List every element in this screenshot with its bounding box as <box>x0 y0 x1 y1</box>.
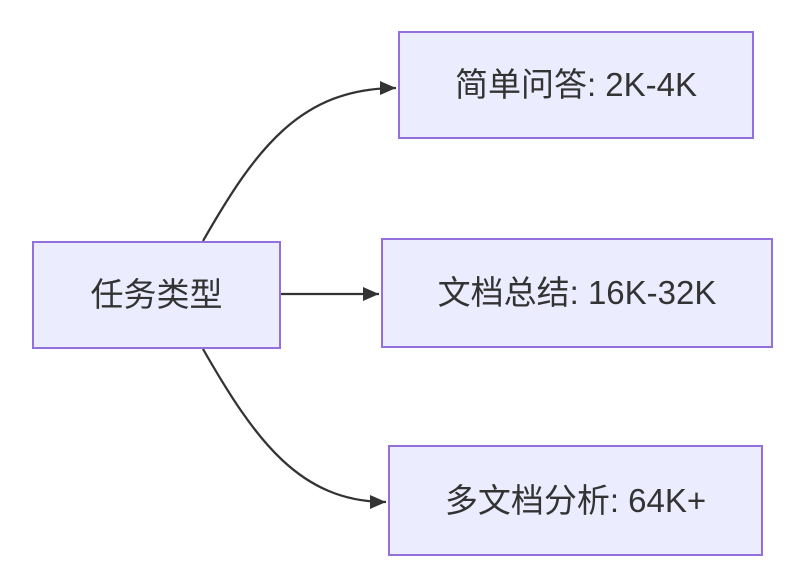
node-doc-summary: 文档总结: 16K-32K <box>381 238 773 348</box>
node-doc-summary-label: 文档总结: 16K-32K <box>437 274 717 312</box>
edge-task-to-multi-doc <box>202 348 387 509</box>
node-simple-qa: 简单问答: 2K-4K <box>398 31 754 139</box>
node-multi-doc: 多文档分析: 64K+ <box>388 445 763 556</box>
node-simple-qa-label: 简单问答: 2K-4K <box>454 66 698 104</box>
edge-task-to-simple-qa <box>202 81 397 242</box>
node-task-type-label: 任务类型 <box>90 276 223 314</box>
node-multi-doc-label: 多文档分析: 64K+ <box>444 481 707 519</box>
node-task-type: 任务类型 <box>32 241 281 349</box>
